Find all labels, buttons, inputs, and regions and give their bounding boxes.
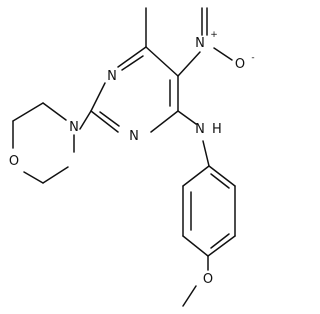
morpholine-oxygen-label: O xyxy=(9,154,19,169)
morpholine-nitrogen-label: N xyxy=(69,120,79,135)
c4-amine-bond xyxy=(177,110,197,125)
morpholine-bond-2 xyxy=(12,102,44,122)
methoxy-methyl-bond xyxy=(182,285,197,307)
nitro-oxygen-label: O xyxy=(235,57,245,72)
ring-bond-c6-n1 xyxy=(117,46,147,68)
amine-hydrogen-label: H xyxy=(212,122,222,137)
methoxy-oxygen-label: O xyxy=(203,272,213,287)
ring-double-bond-c6-n1 xyxy=(121,55,144,71)
phenyl-bond-3 xyxy=(182,235,209,257)
nitro-nitrogen-label: N xyxy=(195,36,205,51)
morpholine-bond-4 xyxy=(23,171,44,184)
phenyl-bond-6 xyxy=(208,165,236,187)
ring-nitrogen-upper-label: N xyxy=(107,69,117,84)
phenyl-bond-4 xyxy=(207,235,236,257)
nitro-single-bond xyxy=(213,47,233,61)
ring-bond-c5-c6 xyxy=(145,46,179,77)
ring-bond-n3-c4 xyxy=(150,110,179,133)
ring-bond-n1-c2 xyxy=(90,82,106,112)
morpholine-bond-1 xyxy=(42,102,67,121)
phenyl-double-bond-2 xyxy=(210,233,230,249)
phenyl-double-bond-3 xyxy=(210,173,230,189)
nitro-negative-charge: - xyxy=(251,53,254,63)
ring-bond-c2-n3 xyxy=(90,110,119,133)
morpholine-bond-5 xyxy=(42,166,69,184)
chemical-structure-diagram: N + O - N N N H N O O xyxy=(9,7,255,307)
nitro-bond xyxy=(177,51,201,77)
ring-nitrogen-lower-label: N xyxy=(129,129,139,144)
nitro-positive-charge: + xyxy=(210,30,218,40)
c2-morpholine-bond xyxy=(79,110,92,130)
ring-double-bond-c2-n3 xyxy=(99,111,120,127)
amine-nitrogen-label: N xyxy=(195,122,205,137)
amine-phenyl-bond xyxy=(202,140,210,167)
phenyl-bond-1 xyxy=(182,165,210,187)
